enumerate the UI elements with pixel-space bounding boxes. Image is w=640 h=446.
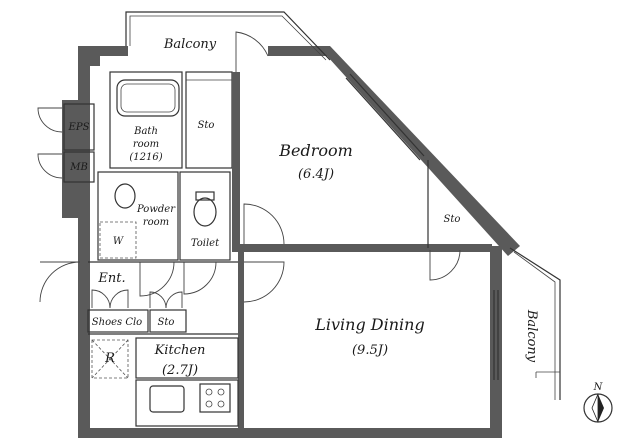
label-kitchen: Kitchen bbox=[154, 343, 206, 358]
label-toilet: Toilet bbox=[191, 238, 220, 249]
label-living-dining: Living Dining bbox=[314, 315, 424, 334]
label-powder-2: room bbox=[143, 217, 169, 228]
label-mb: MB bbox=[69, 162, 88, 173]
outer-walls bbox=[62, 46, 520, 438]
north-compass bbox=[583, 393, 613, 423]
label-fridge: R bbox=[104, 351, 115, 366]
doors bbox=[37, 31, 461, 309]
label-washer: W bbox=[113, 236, 124, 247]
label-bath-1: Bath bbox=[133, 126, 158, 137]
label-living-size: (9.5J) bbox=[352, 343, 388, 358]
label-bath-3: (1216) bbox=[129, 152, 162, 163]
label-bedroom-size: (6.4J) bbox=[298, 167, 334, 182]
label-powder-1: Powder bbox=[136, 204, 176, 215]
label-sto-right: Sto bbox=[444, 214, 461, 225]
label-balcony-top: Balcony bbox=[163, 37, 217, 52]
balcony-right bbox=[509, 247, 561, 400]
label-shoes-closet: Shoes Clo bbox=[92, 317, 142, 328]
windows bbox=[345, 73, 499, 380]
label-kitchen-size: (2.7J) bbox=[162, 363, 198, 378]
interior-walls bbox=[63, 71, 492, 428]
label-bath-2: room bbox=[133, 139, 159, 150]
label-north: N bbox=[593, 382, 604, 393]
label-bedroom: Bedroom bbox=[278, 141, 353, 160]
label-eps: EPS bbox=[68, 122, 90, 133]
label-balcony-right: Balcony bbox=[524, 309, 539, 363]
label-entrance: Ent. bbox=[97, 271, 125, 286]
balcony-top bbox=[125, 11, 331, 61]
label-sto-top: Sto bbox=[198, 120, 215, 131]
label-sto-entry: Sto bbox=[158, 317, 175, 328]
